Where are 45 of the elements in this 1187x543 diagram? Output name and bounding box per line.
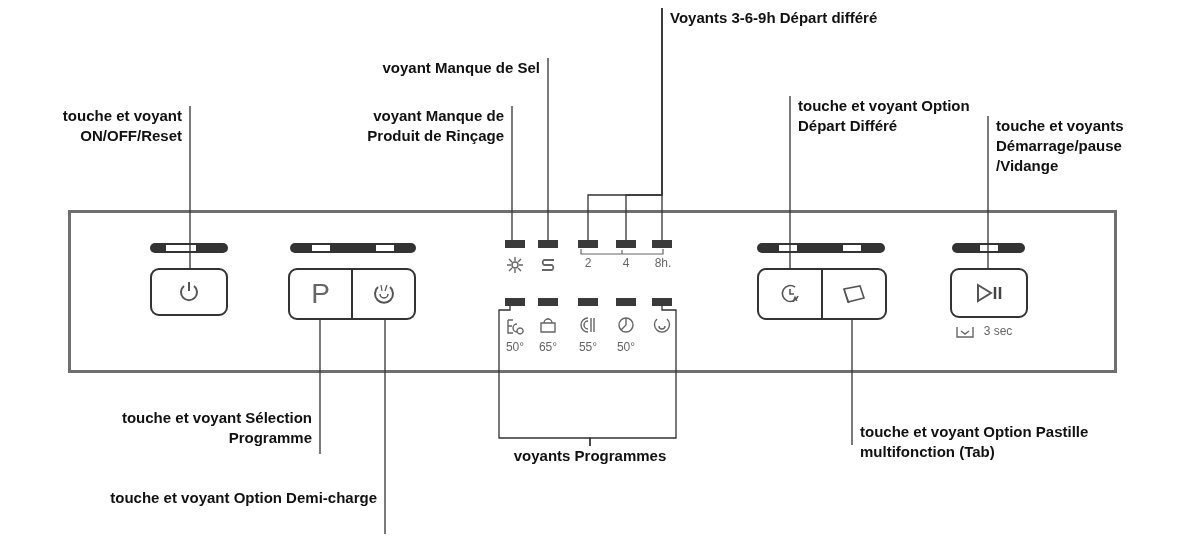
panel-button	[150, 268, 228, 316]
callout-text: voyants Programmes	[512, 446, 668, 466]
panel-marking: 50°	[615, 340, 637, 354]
indicator-light	[538, 298, 558, 306]
leader-line	[511, 105, 513, 241]
callout-text: voyant Manque de Sel	[381, 58, 540, 78]
panel-marking: 3 sec	[982, 324, 1014, 338]
control-panel	[68, 210, 1117, 373]
callout-text: touche et voyant Option Pastille multifonction (Tab)	[860, 422, 1090, 462]
panel-marking: 4	[621, 256, 631, 270]
callout-text: touche et voyant Sélection Programme	[120, 408, 312, 448]
panel-button	[757, 268, 822, 320]
callout-text: touche et voyant ON/OFF/Reset	[61, 106, 182, 146]
panel-marking: 2	[583, 256, 593, 270]
callout-text: Voyants 3-6-9h Départ différé	[670, 8, 879, 28]
indicator-light	[652, 298, 672, 306]
callout-text: touche et voyant Option Départ Différé	[798, 96, 971, 136]
leader-line	[384, 319, 386, 535]
leader-line	[189, 105, 191, 269]
indicator-light	[505, 240, 525, 248]
callout-text: touche et voyants Démarrage/pause /Vidange	[996, 116, 1125, 176]
indicator-light	[652, 240, 672, 248]
indicator-light	[616, 240, 636, 248]
leader-line	[589, 305, 677, 447]
leader-line	[851, 319, 853, 446]
indicator-light	[505, 298, 525, 306]
panel-button	[822, 268, 887, 320]
panel-marking: 50°	[504, 340, 526, 354]
indicator-light	[578, 298, 598, 306]
panel-marking: 8h.	[653, 256, 673, 270]
leader-line	[789, 95, 791, 269]
indicator-light	[538, 240, 558, 248]
indicator-light	[578, 240, 598, 248]
callout-text: touche et voyant Option Demi-charge	[110, 488, 377, 508]
leader-line	[661, 7, 663, 241]
leader-line	[547, 57, 549, 241]
indicator-light	[616, 298, 636, 306]
panel-marking: 55°	[577, 340, 599, 354]
panel-marking: 65°	[537, 340, 559, 354]
panel-button	[352, 268, 416, 320]
leader-line	[987, 115, 989, 269]
callout-text: voyant Manque de Produit de Rinçage	[366, 106, 504, 146]
panel-button	[950, 268, 1028, 318]
leader-line	[319, 319, 321, 455]
program-button: P	[288, 268, 352, 320]
